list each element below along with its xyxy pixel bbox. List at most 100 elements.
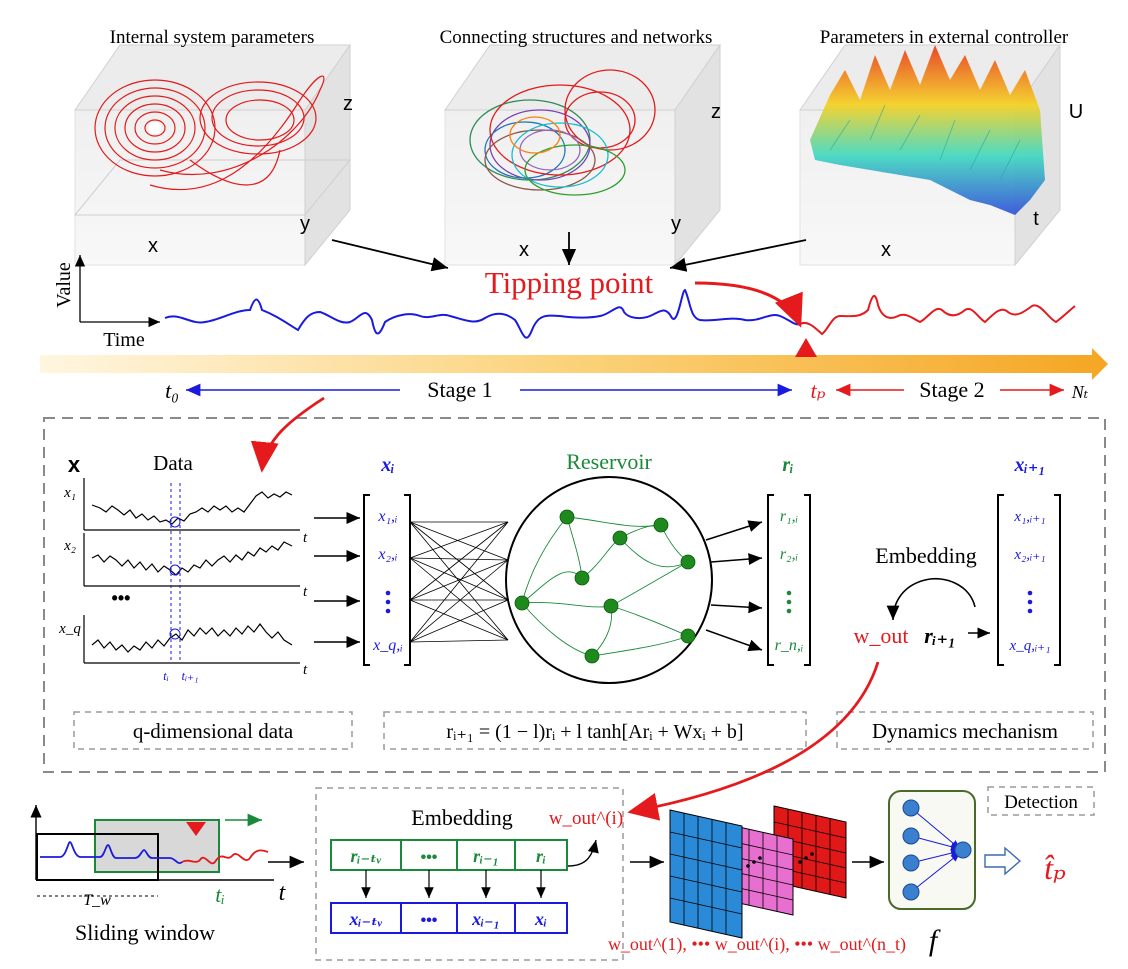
cube-internal	[73, 43, 352, 267]
embedding-label: Embedding	[875, 543, 976, 568]
r-next-label: rᵢ₊₁	[924, 623, 956, 648]
tw-label: T_w	[83, 892, 111, 909]
input-bracket-left	[363, 494, 370, 666]
t-axis-2: t	[303, 584, 308, 600]
input-vector-title: xᵢ	[380, 454, 394, 476]
next-entry-2: x₂,ᵢ₊₁	[1013, 547, 1045, 563]
state-entry-n: r_n,ᵢ	[775, 637, 804, 654]
state-entry-2: r₂,ᵢ	[780, 546, 798, 563]
data-x-label: x	[68, 452, 81, 477]
dynamics-label: Dynamics mechanism	[872, 719, 1058, 743]
r-row	[330, 839, 568, 871]
sample-marker-1	[169, 516, 181, 528]
reservoir-nodes	[514, 509, 696, 664]
axis-t-controller: t	[1033, 208, 1039, 230]
x-row-cell-1: •••	[421, 912, 438, 929]
t-bottom-label: t	[279, 880, 287, 906]
series-label-xq: x_q	[58, 621, 81, 637]
stage1-to-data-arrow	[250, 396, 325, 473]
series-stage2	[799, 295, 1076, 336]
wout-label: w_out	[854, 623, 909, 648]
next-entry-1: x₁,ᵢ₊₁	[1013, 509, 1045, 525]
data-series	[83, 478, 300, 664]
x-row-cell-2: xᵢ₋₁	[471, 909, 500, 929]
x-row-cell-3: xᵢ	[534, 909, 547, 929]
state-vdots	[786, 590, 792, 614]
input-to-reservoir-links	[409, 521, 509, 643]
time-axis-label: Time	[103, 329, 145, 351]
ti-label: tᵢ	[163, 668, 169, 683]
sliding-window-label: Sliding window	[75, 920, 215, 945]
detector-nodes	[902, 799, 972, 901]
arrow-internal-to-tp	[331, 239, 449, 272]
equation-box	[383, 711, 807, 750]
data-title: Data	[153, 451, 193, 475]
sample-marker-2	[169, 564, 181, 576]
input-entry-q: x_q,ᵢ	[372, 637, 403, 654]
attractor-center	[149, 122, 161, 134]
state-vector-title: rᵢ	[782, 454, 793, 476]
tp-marker	[795, 338, 817, 357]
axis-z-networks: z	[711, 101, 721, 123]
detection-label: Detection	[1004, 792, 1078, 813]
reservoir-circle	[505, 476, 713, 684]
r-row-cell-3: rᵢ	[536, 846, 546, 866]
r-row-cell-1: •••	[421, 849, 438, 866]
input-entry-2: x₂,ᵢ	[377, 546, 397, 563]
next-bracket-left	[997, 494, 1004, 666]
bottom-embedding-box	[315, 787, 624, 961]
state-bracket-left	[767, 494, 774, 666]
data-ellipsis: •••	[112, 588, 131, 608]
next-entry-q: x_q,ᵢ₊₁	[1009, 638, 1051, 654]
axis-y-internal: y	[300, 213, 310, 235]
wout-i-label: w_out^(i)	[549, 808, 623, 829]
series-label-x1: x₁	[63, 485, 76, 501]
axis-z-internal: z	[343, 93, 353, 115]
stage1-label: Stage 1	[427, 377, 492, 402]
detector-network-box	[888, 790, 976, 910]
axis-u-controller: U	[1069, 101, 1083, 123]
weight-grids	[669, 805, 847, 939]
input-bracket-right	[404, 494, 411, 666]
x-row-cell-0: xᵢ₋ₜᵥ	[349, 909, 383, 929]
r-to-x-arrows	[361, 870, 546, 898]
t-axis-q: t	[303, 662, 308, 678]
stage2-label: Stage 2	[919, 377, 984, 402]
state-bracket-right	[804, 494, 811, 666]
detection-box	[987, 786, 1095, 816]
wout-sequence-label: w_out^(1), ••• w_out^(i), ••• w_out^(n_t…	[608, 934, 906, 955]
reservoir-to-state-arrows	[705, 520, 763, 652]
x-row	[330, 902, 568, 934]
series-stage1	[164, 288, 801, 339]
detector-output-arrow	[984, 846, 1022, 876]
bottom-embedding-label: Embedding	[411, 805, 512, 830]
embedding-out-arrow	[567, 839, 599, 867]
title-networks: Connecting structures and networks	[440, 27, 713, 48]
wout-to-embedding-arrow	[627, 661, 880, 821]
tp-curve-arrow	[694, 281, 803, 328]
lorenz-attractor	[94, 75, 325, 191]
f-label: f	[929, 924, 941, 957]
equation-label: rᵢ₊₁ = (1 − l)rᵢ + l tanh[Arᵢ + Wxᵢ + b]	[446, 721, 743, 743]
ti1-label: tᵢ₊₁	[181, 668, 198, 683]
axis-y-networks: y	[671, 213, 681, 235]
sliding-window-plot	[30, 805, 274, 897]
axis-x-controller: x	[881, 239, 891, 261]
t0-label: t₀	[165, 378, 179, 403]
title-controller: Parameters in external controller	[820, 27, 1069, 48]
next-vdots	[1027, 590, 1033, 614]
next-bracket-right	[1054, 494, 1061, 666]
dynamics-box	[836, 711, 1094, 750]
state-entry-1: r₁,ᵢ	[780, 508, 798, 525]
qdim-box	[73, 711, 353, 750]
t-axis-1: t	[303, 530, 308, 546]
reservoir-panel	[43, 417, 1106, 773]
ti-bottom-label: tᵢ	[215, 882, 225, 907]
embedding-loop-arrow	[886, 578, 976, 621]
value-axis-label: Value	[53, 262, 75, 308]
axis-x-networks: x	[519, 239, 529, 261]
input-vdots	[385, 590, 391, 614]
r-row-cell-2: rᵢ₋₁	[473, 846, 499, 866]
next-vector-title: xᵢ₊₁	[1014, 454, 1046, 476]
